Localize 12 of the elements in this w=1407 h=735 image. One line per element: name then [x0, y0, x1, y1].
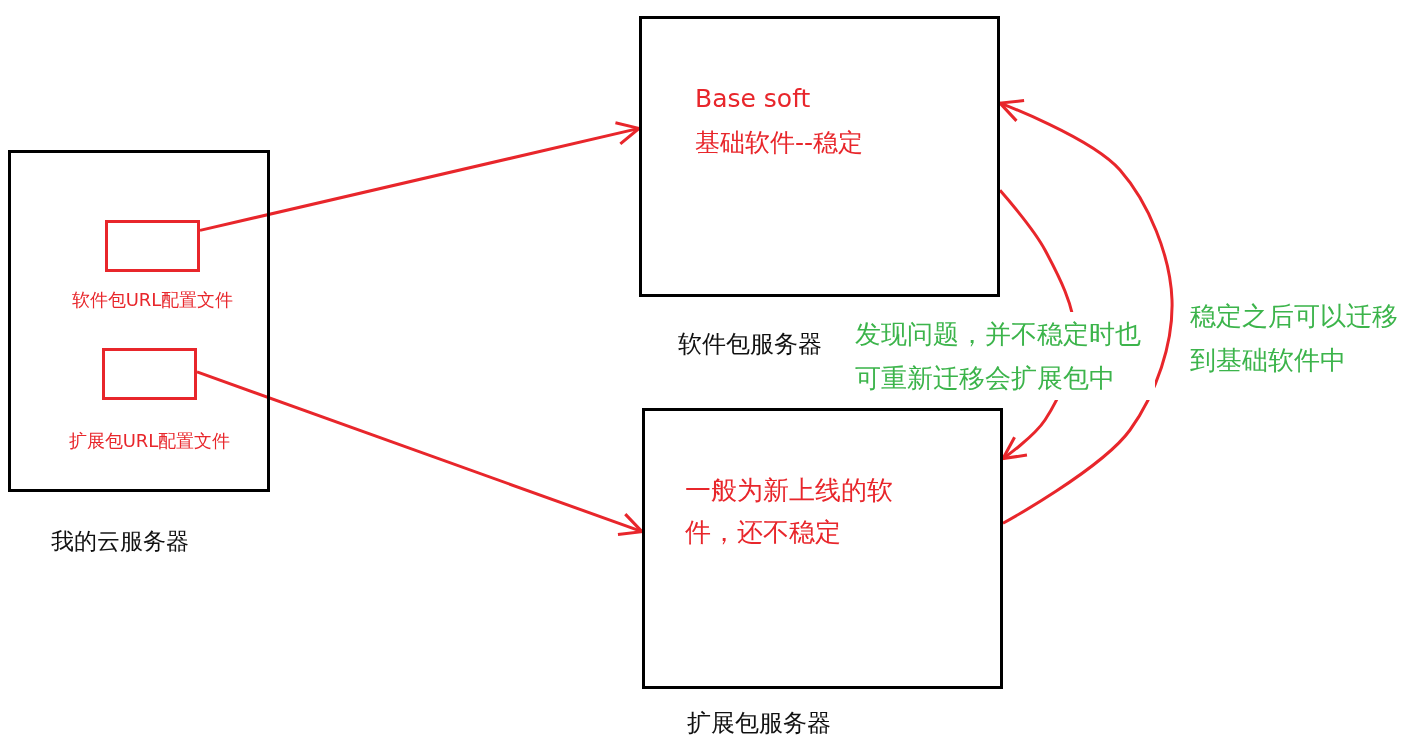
file-label: 软件包URL配置文件	[71, 288, 234, 312]
arrow	[998, 99, 1174, 525]
box-text: Base soft	[695, 83, 811, 115]
box-text: 基础软件--稳定	[695, 127, 864, 159]
file-label: 扩展包URL配置文件	[68, 429, 231, 453]
server-caption: 软件包服务器	[678, 329, 822, 360]
box-text: 一般为新上线的软件，还不稳定	[685, 474, 894, 549]
arrow	[196, 370, 644, 537]
server-caption: 扩展包服务器	[687, 708, 831, 735]
edge-label: 发现问题，并不稳定时也可重新迁移会扩展包中	[855, 312, 1155, 400]
server-caption: 我的云服务器	[51, 527, 189, 556]
arrow	[199, 121, 641, 232]
